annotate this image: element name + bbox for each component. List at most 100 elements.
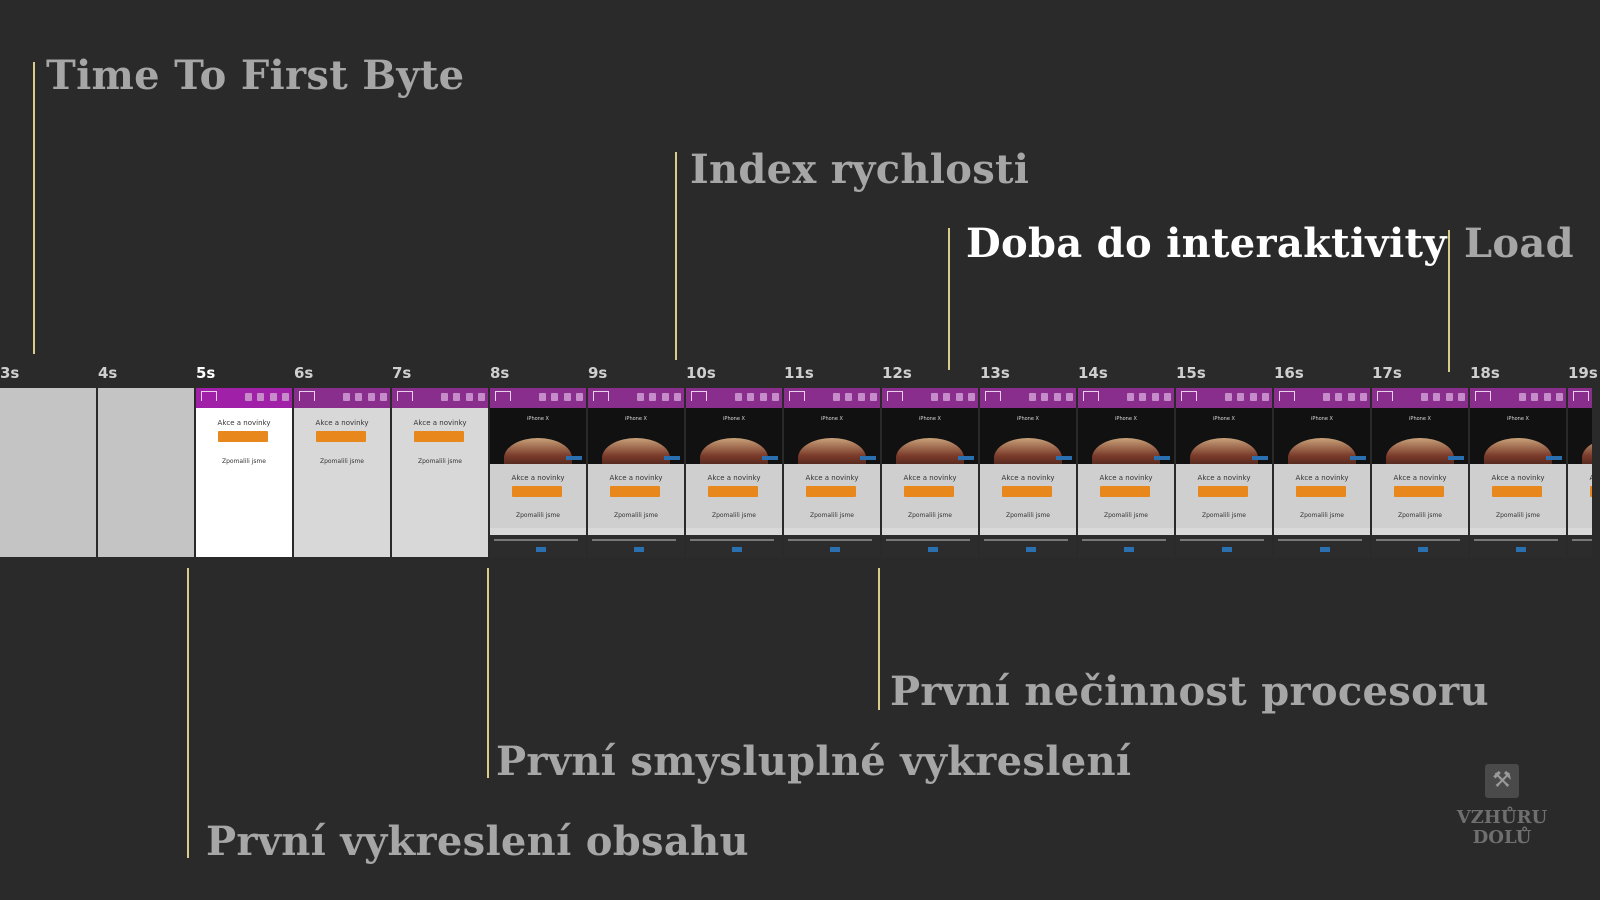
frame-logo — [1377, 391, 1393, 401]
frame-footer — [1078, 535, 1174, 557]
frame-slowdown-text: Zpomalili jsme — [907, 512, 952, 519]
frame-promo-title: Akce a novinky — [1001, 474, 1055, 482]
time-tick-9s: 9s — [588, 364, 608, 382]
fcp-marker-line — [187, 568, 189, 858]
time-tick-8s: 8s — [490, 364, 510, 382]
frame-footer — [882, 535, 978, 557]
frame-footer — [1176, 535, 1272, 557]
metric-ttfb-label: Time To First Byte — [46, 52, 465, 99]
frame-header-icons — [1421, 393, 1465, 402]
frame-hero: iPhone X — [686, 408, 782, 464]
frame-slowdown-text: Zpomalili jsme — [1299, 512, 1344, 519]
filmstrip-frame-4s — [98, 388, 194, 557]
frame-hero-image — [798, 438, 866, 464]
frame-footer — [588, 535, 684, 557]
time-tick-6s: 6s — [294, 364, 314, 382]
frame-header-icons — [637, 393, 681, 402]
frame-header — [1274, 388, 1370, 408]
frame-logo — [789, 391, 805, 401]
frame-slowdown-text: Zpomalili jsme — [319, 458, 364, 465]
frame-header-icons — [833, 393, 877, 402]
frame-promo-button — [414, 431, 464, 442]
time-tick-17s: 17s — [1372, 364, 1402, 382]
frame-hero-tag — [958, 456, 974, 460]
metric-fcp-label: První vykreslení obsahu — [206, 818, 749, 865]
brand-line-1: VZHŮRU — [1456, 807, 1548, 828]
frame-logo — [1279, 391, 1295, 401]
frame-promo-button — [512, 486, 562, 497]
frame-slowdown-text: Zpomalili jsme — [613, 512, 658, 519]
frame-header-icons — [1029, 393, 1073, 402]
frame-hero-tag — [1252, 456, 1268, 460]
frame-hero-image — [1092, 438, 1160, 464]
frame-hero-tag — [762, 456, 778, 460]
frame-logo — [691, 391, 707, 401]
time-tick-5s: 5s — [196, 364, 216, 382]
frame-header-icons — [539, 393, 583, 402]
frame-footer — [784, 535, 880, 557]
filmstrip-frame-3s — [0, 388, 96, 557]
frame-hero: iPhone X — [588, 408, 684, 464]
frame-header-icons — [931, 393, 975, 402]
frame-hero: iPhone X — [980, 408, 1076, 464]
frame-hero-tag — [1448, 456, 1464, 460]
frame-slowdown-text: Zpomalili jsme — [1103, 512, 1148, 519]
frame-hero: iPhone X — [882, 408, 978, 464]
frame-header-icons — [1225, 393, 1269, 402]
crossed-hammers-icon: ⚒ — [1485, 764, 1519, 798]
fmp-marker-line — [487, 568, 489, 778]
frame-slowdown-text: Zpomalili jsme — [809, 512, 854, 519]
time-tick-18s: 18s — [1470, 364, 1500, 382]
time-tick-12s: 12s — [882, 364, 912, 382]
frame-hero-image — [896, 438, 964, 464]
frame-hero-image — [504, 438, 572, 464]
frame-slowdown-text: Zpomalili jsme — [711, 512, 756, 519]
frame-hero-tag — [1154, 456, 1170, 460]
frame-footer — [1372, 535, 1468, 557]
frame-promo-title: Akce a novinky — [707, 474, 761, 482]
frame-promo-button — [610, 486, 660, 497]
frame-promo-button — [1100, 486, 1150, 497]
time-tick-19s: 19s — [1568, 364, 1598, 382]
frame-header — [882, 388, 978, 408]
metric-speed-index-label: Index rychlosti — [690, 146, 1030, 193]
frame-header — [490, 388, 586, 408]
frame-promo-title: Akce a novinky — [1295, 474, 1349, 482]
frame-hero: iPhone X — [1568, 408, 1592, 464]
frame-slowdown-text: Zpomalili jsme — [221, 458, 266, 465]
frame-logo — [887, 391, 903, 401]
frame-hero-tag — [664, 456, 680, 460]
brand-logo: ⚒ VZHŮRU DOLŮ — [1454, 764, 1550, 848]
frame-product-text: iPhone X — [1568, 416, 1592, 422]
frame-promo-button — [1002, 486, 1052, 497]
frame-header — [294, 388, 390, 408]
frame-promo-title: Akce a novinky — [1393, 474, 1447, 482]
frame-hero: iPhone X — [1372, 408, 1468, 464]
frame-product-text: iPhone X — [527, 416, 549, 422]
frame-hero-image — [1190, 438, 1258, 464]
frame-hero-image — [994, 438, 1062, 464]
frame-promo-button — [1198, 486, 1248, 497]
frame-promo-title: Akce a novinky — [1197, 474, 1251, 482]
frame-promo-title: Akce a novinky — [511, 474, 565, 482]
frame-header-icons — [441, 393, 485, 402]
frame-product-text: iPhone X — [919, 416, 941, 422]
time-tick-11s: 11s — [784, 364, 814, 382]
frame-promo-button — [1296, 486, 1346, 497]
frame-product-text: iPhone X — [625, 416, 647, 422]
frame-promo-button — [1394, 486, 1444, 497]
frame-promo-title: Akce a novinky — [805, 474, 859, 482]
frame-promo-button — [904, 486, 954, 497]
time-tick-4s: 4s — [98, 364, 118, 382]
frame-product-text: iPhone X — [1311, 416, 1333, 422]
frame-promo-title: Akce a novinky — [1491, 474, 1545, 482]
frame-slowdown-text: Zpomalili jsme — [1201, 512, 1246, 519]
